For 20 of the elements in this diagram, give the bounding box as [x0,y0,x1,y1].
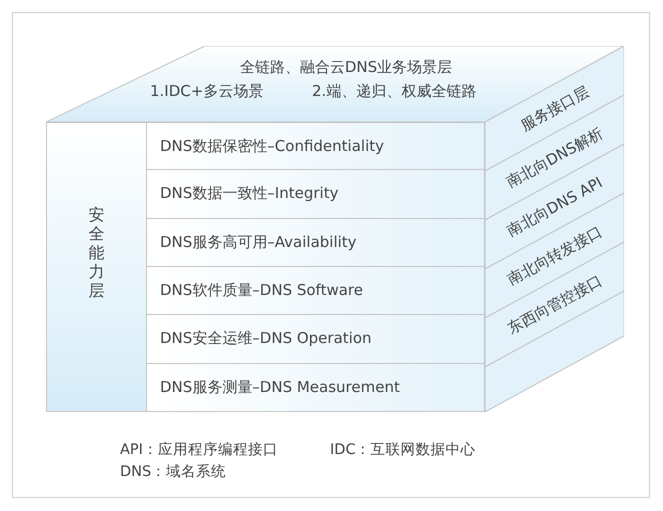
security-row [147,315,485,364]
security-row [147,364,485,412]
row-label: DNS安全运维–DNS Operation [160,329,372,348]
security-row [147,267,485,316]
row-label: DNS软件质量–DNS Software [160,281,363,300]
row-label: DNS数据保密性–Confidentiality [160,137,384,156]
note-text: DNS：域名系统 [120,463,226,481]
security-row [147,170,485,219]
layer-column [46,122,147,412]
row-label: DNS服务测量–DNS Measurement [160,378,400,397]
layer-label: 安全能力层 [88,205,104,300]
note-text: API：应用程序编程接口 [120,440,278,459]
row-label: DNS数据一致性–Integrity [160,184,338,204]
security-row [147,218,485,267]
layer-text: 2.端、递归、权威全链路 [312,82,476,101]
note-text: IDC：互联网数据中心 [330,440,476,459]
layer-text: 1.IDC+多云场景 [150,82,264,101]
row-label: DNS服务高可用–Availability [160,232,357,252]
security-row [147,122,485,170]
layer-title: 全链路、融合云DNS业务场景层 [238,58,454,77]
